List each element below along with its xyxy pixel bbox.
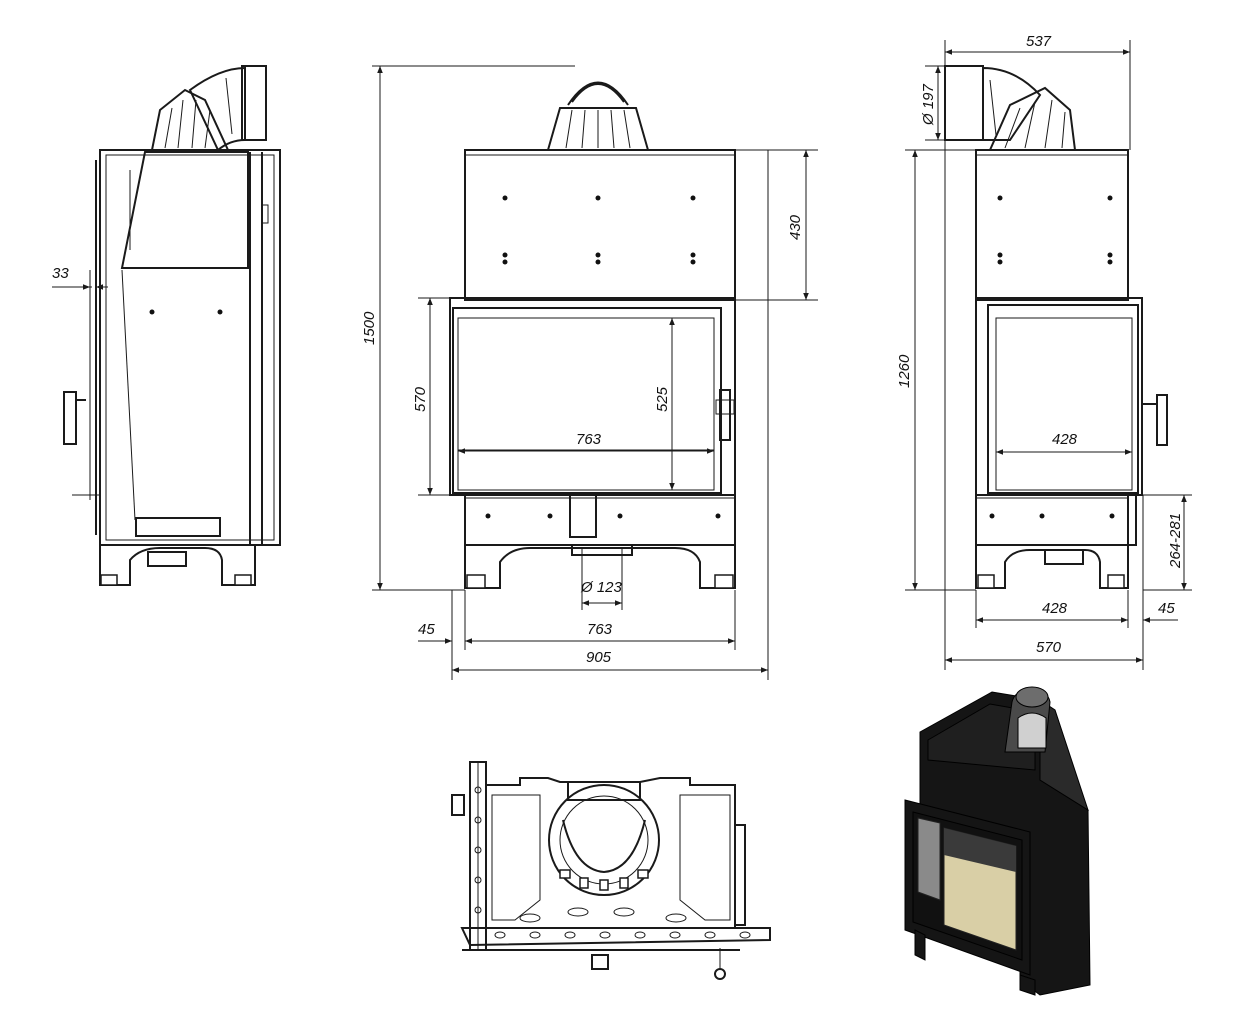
dim-side-top-width: 537 — [1026, 33, 1052, 50]
dim-glass-height: 525 — [654, 386, 671, 412]
left-side-view: 33 — [52, 65, 281, 586]
dim-side-glass-width: 428 — [1052, 431, 1078, 448]
dim-side-offset: 45 — [1158, 600, 1175, 617]
dim-side-leg-range: 264-281 — [1167, 513, 1184, 569]
dim-side-height: 1260 — [896, 354, 913, 388]
dim-upper-height: 430 — [787, 214, 804, 240]
dim-glass-width: 763 — [576, 431, 602, 448]
dim-bottom-width: 763 — [587, 621, 613, 638]
dim-door-height: 570 — [412, 386, 429, 412]
right-side-view: 537 Ø 197 1260 428 264-281 428 45 570 — [896, 33, 1192, 670]
dim-left-offset-front: 45 — [418, 621, 435, 638]
dim-total-height: 1500 — [361, 311, 378, 345]
dim-flue-diameter: Ø 123 — [580, 579, 623, 596]
dim-left-offset: 33 — [52, 265, 69, 282]
dim-side-total-width: 570 — [1036, 639, 1062, 656]
dim-side-flue-diameter: Ø 197 — [920, 83, 937, 126]
fireplace-render — [904, 686, 1091, 996]
dim-total-width: 905 — [586, 649, 612, 666]
front-view: 1500 430 570 525 763 Ø 123 45 763 905 — [361, 65, 818, 680]
top-view — [451, 761, 771, 980]
dim-side-bottom-width: 428 — [1042, 600, 1068, 617]
